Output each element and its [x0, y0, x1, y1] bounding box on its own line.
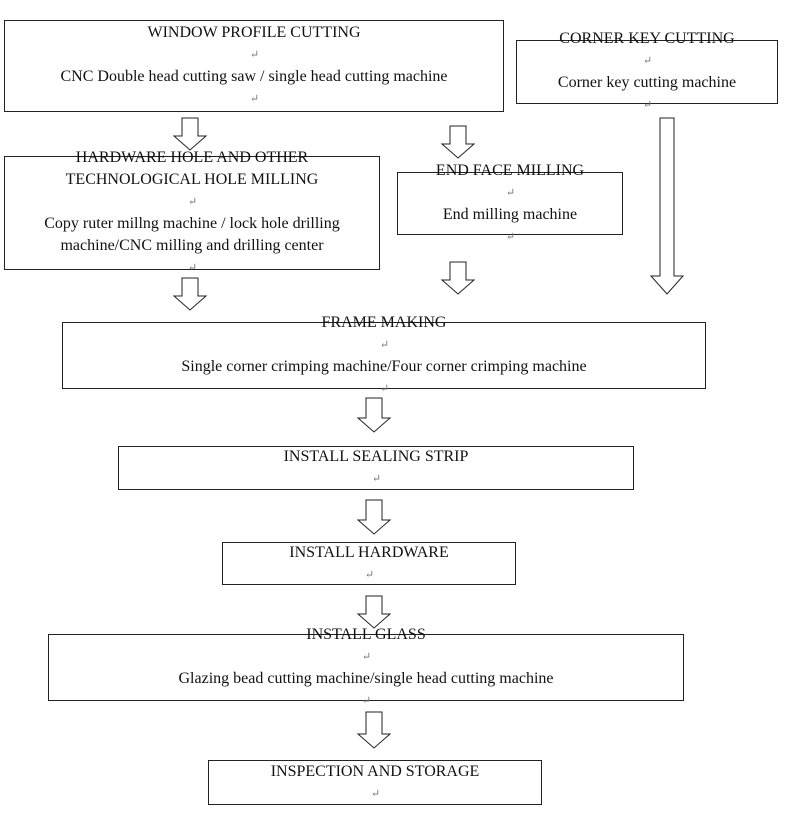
arrow-hardware-hole-to-frame-icon [172, 277, 208, 311]
install-glass-subtitle: Glazing bead cutting machine/single head… [178, 669, 554, 687]
inspection-storage-box: INSPECTION AND STORAGE ↵ [208, 760, 542, 805]
paragraph-mark-icon: ↵ [361, 650, 372, 663]
hardware-hole-milling-line4: machine/CNC milling and drilling center [60, 237, 324, 254]
install-glass-title: INSTALL GLASS [306, 625, 426, 643]
end-face-milling-title: END FACE MILLING [435, 161, 585, 179]
install-hardware-box: INSTALL HARDWARE ↵ [222, 542, 516, 585]
paragraph-mark-icon: ↵ [642, 55, 653, 67]
paragraph-mark-icon: ↵ [642, 99, 653, 111]
arrow-cutting-to-end-face-icon [440, 125, 476, 159]
corner-key-cutting-box: CORNER KEY CUTTING ↵ Corner key cutting m… [516, 30, 778, 111]
install-sealing-strip-box: INSTALL SEALING STRIP ↵ [118, 446, 634, 490]
paragraph-mark-icon: ↵ [364, 568, 375, 581]
paragraph-mark-icon: ↵ [370, 787, 381, 800]
corner-key-cutting-title: CORNER KEY CUTTING [559, 30, 735, 47]
paragraph-mark-icon: ↵ [361, 694, 372, 707]
paragraph-mark-icon: ↵ [187, 262, 198, 274]
arrow-sealing-to-hardware-icon [356, 499, 392, 535]
arrow-end-face-to-frame-icon [440, 261, 476, 295]
install-hardware-title: INSTALL HARDWARE [289, 543, 449, 561]
hardware-hole-milling-box: HARDWARE HOLE AND OTHER TECHNOLOGICAL HO… [4, 149, 380, 274]
arrow-corner-key-to-frame-icon [649, 117, 685, 295]
paragraph-mark-icon: ↵ [379, 382, 390, 395]
frame-making-box: FRAME MAKING ↵ Single corner crimping mac… [62, 314, 706, 395]
frame-making-title: FRAME MAKING [321, 313, 447, 331]
paragraph-mark-icon: ↵ [505, 230, 516, 243]
paragraph-mark-icon: ↵ [379, 338, 390, 351]
paragraph-mark-icon: ↵ [505, 186, 516, 199]
corner-key-cutting-subtitle: Corner key cutting machine [557, 74, 737, 91]
hardware-hole-milling-line3: Copy ruter millng machine / lock hole dr… [44, 215, 340, 232]
install-sealing-strip-title: INSTALL SEALING STRIP [283, 448, 469, 465]
arrow-frame-to-sealing-icon [356, 397, 392, 433]
arrow-cutting-to-hardware-hole-icon [172, 117, 208, 151]
paragraph-mark-icon: ↵ [249, 93, 260, 105]
window-profile-cutting-box: WINDOW PROFILE CUTTING ↵ CNC Double head … [4, 20, 504, 112]
window-profile-cutting-title: WINDOW PROFILE CUTTING [147, 24, 361, 41]
hardware-hole-milling-line2: TECHNOLOGICAL HOLE MILLING [65, 171, 319, 188]
window-profile-cutting-subtitle: CNC Double head cutting saw / single hea… [60, 68, 448, 85]
arrow-hardware-to-glass-icon [356, 595, 392, 629]
end-face-milling-subtitle: End milling machine [442, 205, 578, 223]
paragraph-mark-icon: ↵ [371, 473, 382, 485]
install-glass-box: INSTALL GLASS ↵ Glazing bead cutting mach… [48, 626, 684, 707]
end-face-milling-box: END FACE MILLING ↵ End milling machine ↵ [397, 162, 623, 243]
arrow-glass-to-inspection-icon [356, 711, 392, 749]
inspection-storage-title: INSPECTION AND STORAGE [270, 762, 480, 780]
frame-making-subtitle: Single corner crimping machine/Four corn… [181, 357, 587, 375]
paragraph-mark-icon: ↵ [249, 49, 260, 61]
paragraph-mark-icon: ↵ [187, 196, 198, 208]
hardware-hole-milling-line1: HARDWARE HOLE AND OTHER [75, 149, 309, 166]
